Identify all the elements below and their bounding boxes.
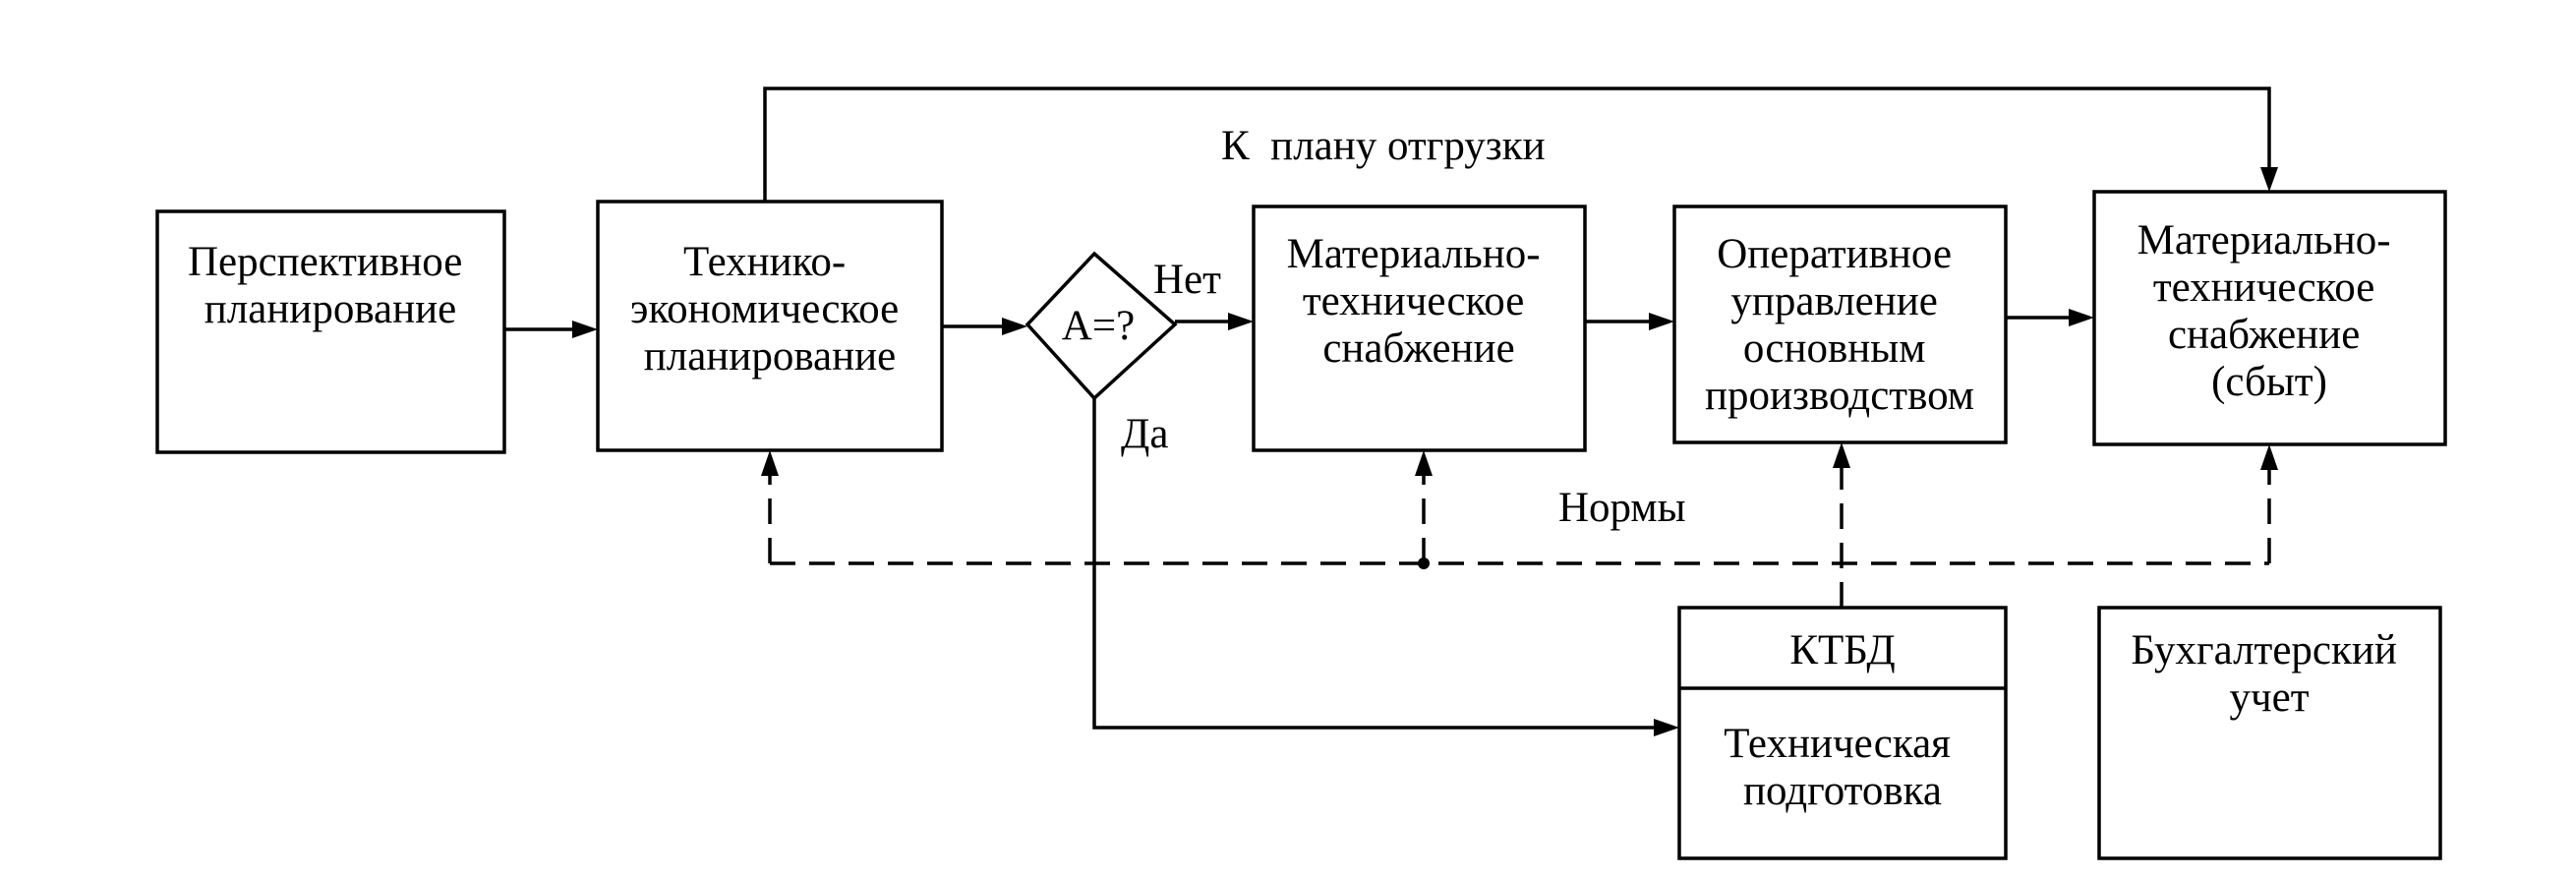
arrowhead-norms-to-sales [2260, 444, 2278, 470]
box-material-supply [1252, 205, 1587, 452]
decision-label: А=? [1062, 303, 1135, 349]
arrowhead-to-decision [1002, 318, 1027, 335]
perspective-label: Перспективное планирование [188, 239, 473, 332]
arrowhead-norms-to-techecon [761, 450, 779, 476]
no-label: Нет [1153, 257, 1221, 303]
operational-label: Оперативное управление основным производ… [1705, 231, 1974, 419]
arrowhead-to-supply [1228, 313, 1254, 330]
arrowhead-yes-to-ktbd [1654, 719, 1679, 736]
box-accounting [2097, 606, 2442, 860]
sales-label: Материально- техническое снабжение (сбыт… [2137, 217, 2402, 405]
arrowhead-to-operational [1649, 313, 1674, 330]
norms-label: Нормы [1558, 485, 1686, 531]
arrowhead-to-techecon [572, 321, 598, 338]
shipment-plan-label: К плану отгрузки [1221, 123, 1546, 169]
arrowhead-norms-to-supply [1415, 450, 1433, 476]
yes-label: Да [1121, 411, 1168, 457]
box-operational-management [1672, 205, 2008, 444]
ktbd-header-label: КТБД [1789, 627, 1895, 673]
supply-label: Материально- техническое снабжение [1287, 231, 1551, 372]
arrowhead-to-sales [2069, 309, 2094, 326]
arrowhead-norms-to-operational [1833, 442, 1850, 468]
box-ktbd [1677, 606, 2008, 860]
connector-shipment-plan-path [763, 87, 2271, 202]
norms-junction-dot [1418, 557, 1430, 569]
accounting-label: Бухгалтерский учет [2131, 627, 2407, 721]
connector-decision-yes-to-ktbd [1092, 398, 1662, 730]
tech-econ-label: Технико- экономическое планирование [630, 239, 909, 380]
decision-diamond [1025, 251, 1178, 401]
ktbd-body-label: Техническая подготовка [1724, 721, 1961, 814]
box-material-supply-sales [2092, 190, 2447, 446]
box-perspective-planning [155, 209, 506, 454]
arrowhead-shipment-to-sales [2260, 167, 2278, 192]
box-tech-econ-planning [596, 200, 944, 452]
